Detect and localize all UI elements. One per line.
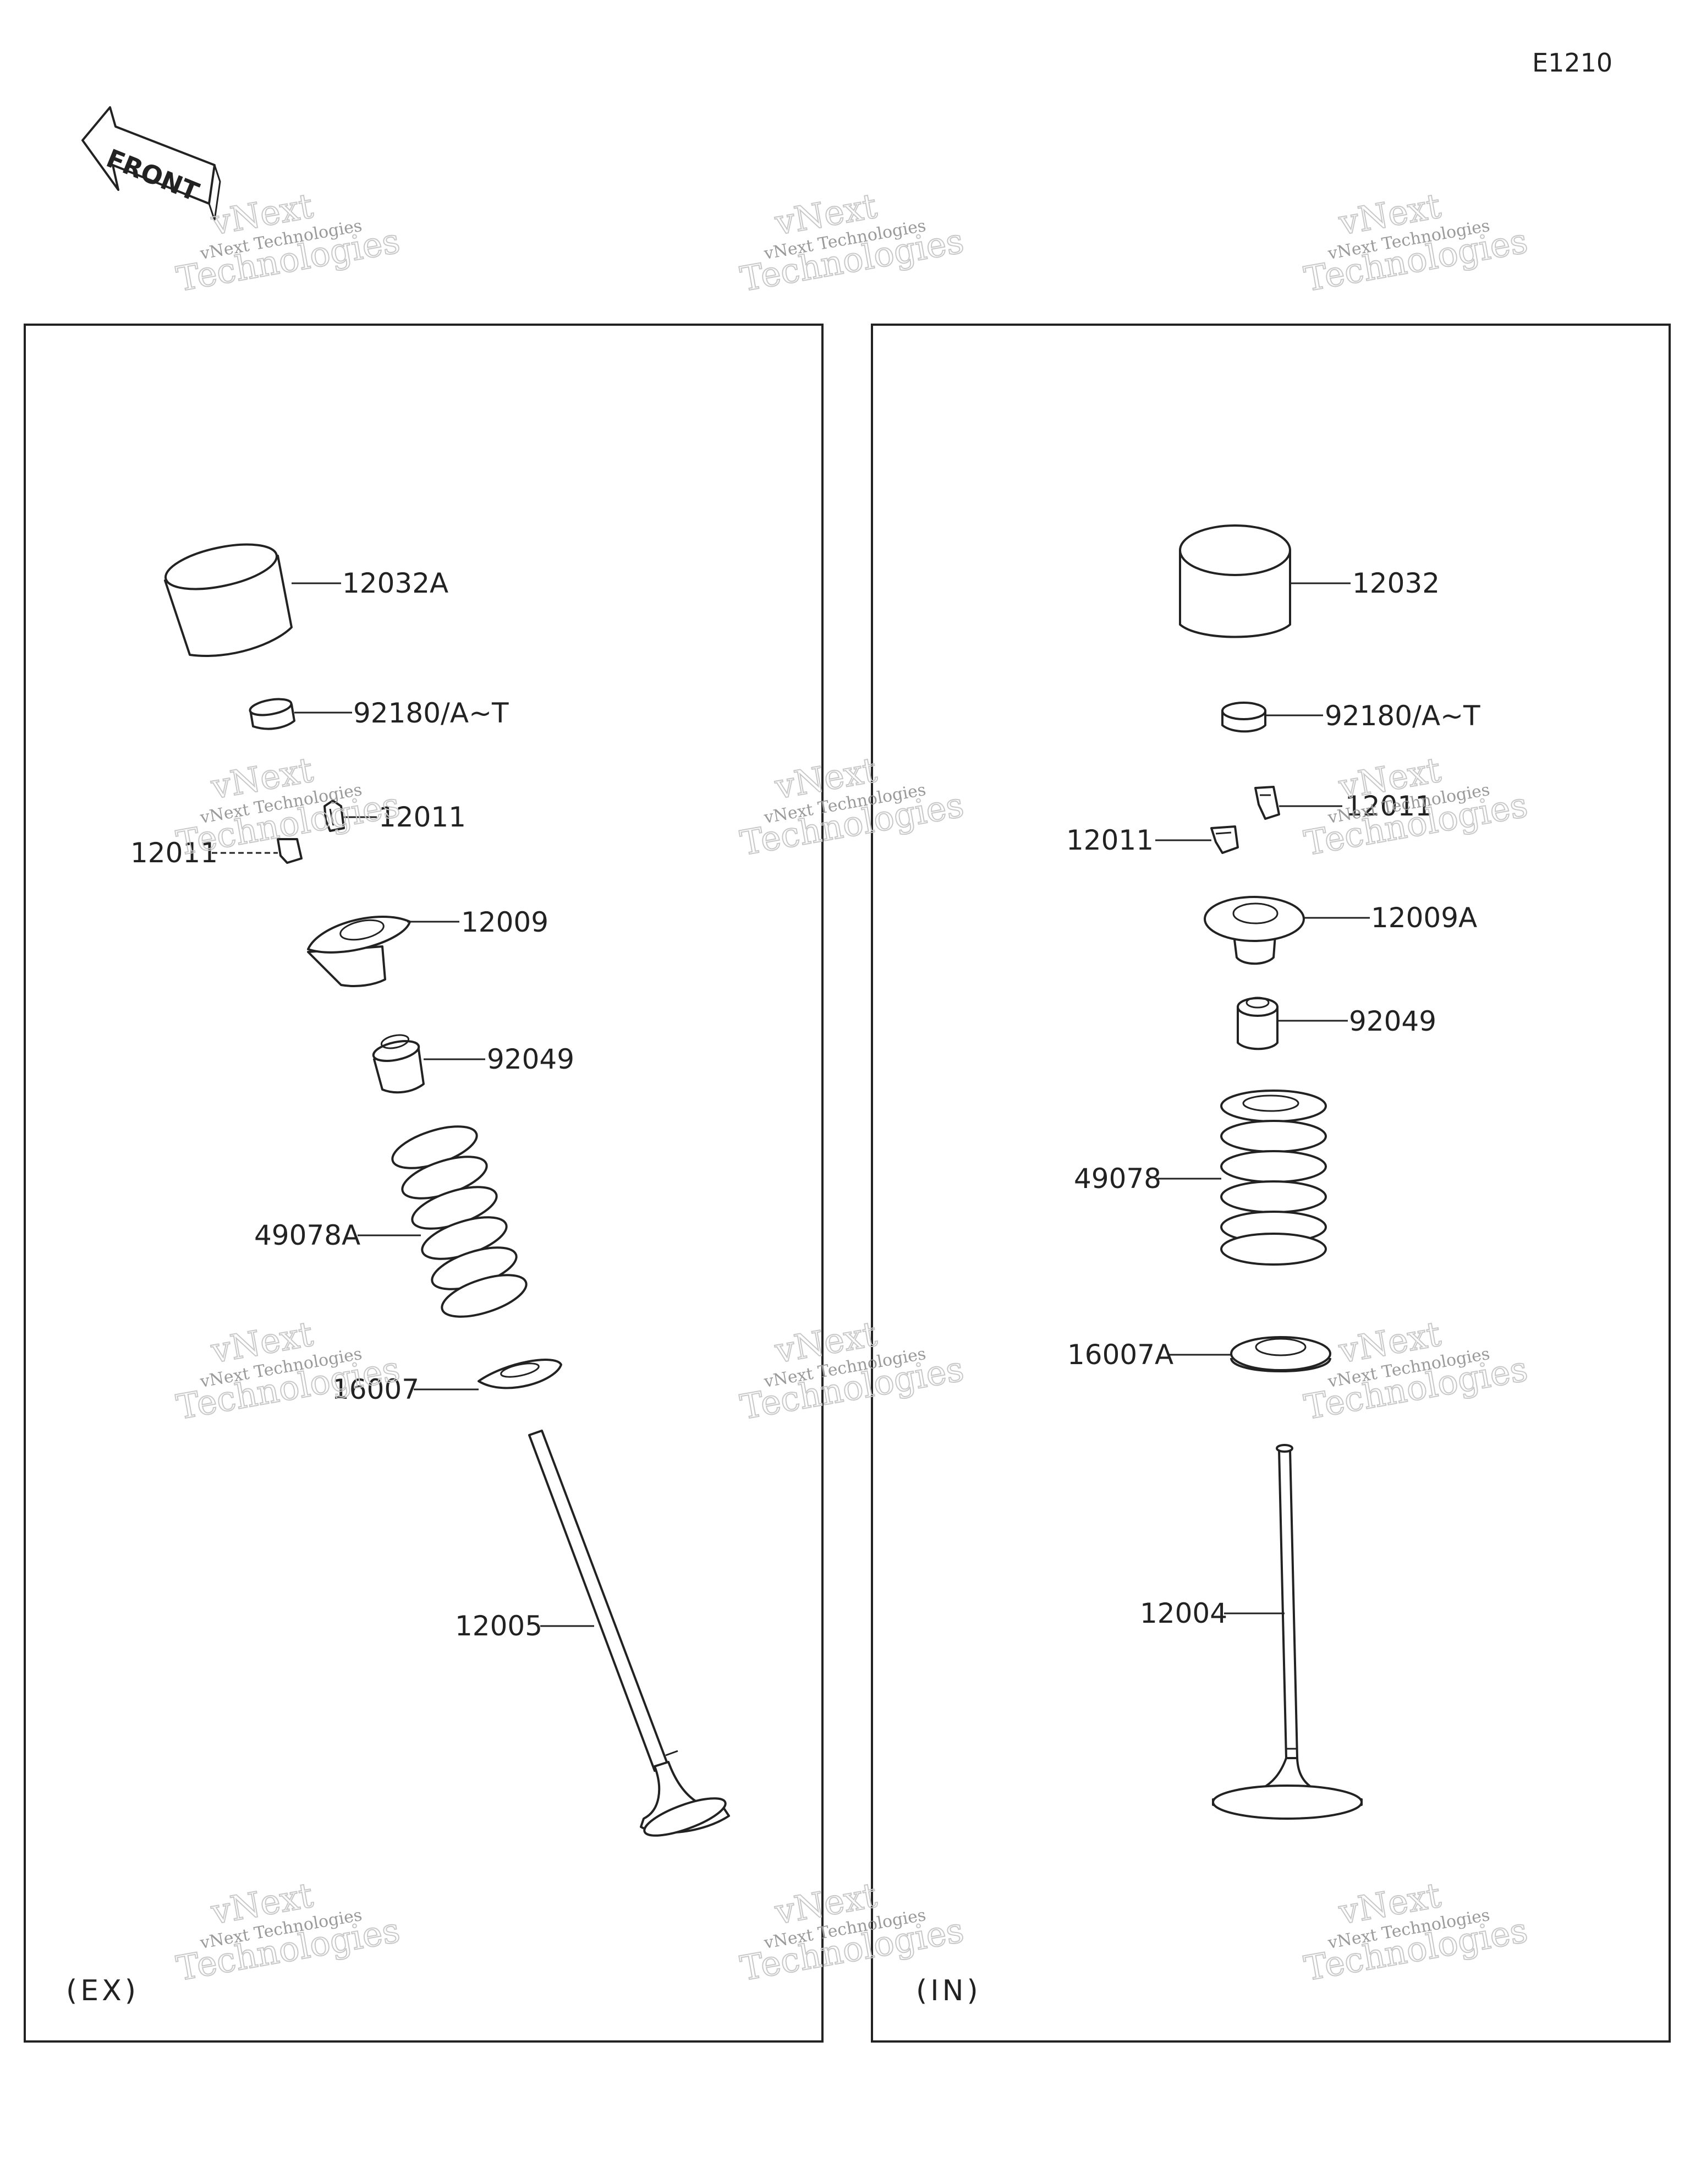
ex-label-keeper-upper: 12011 xyxy=(378,801,466,833)
watermark-5: vNext vNext Technologies Technologies xyxy=(737,749,967,864)
in-spring-retainer xyxy=(1204,896,1305,965)
ex-panel-tag: (EX) xyxy=(66,1974,139,2007)
in-panel: 12032 92180/A~T 12011 12011 12009A xyxy=(916,524,1480,2007)
ex-label-spring: 49078A xyxy=(254,1219,360,1251)
ex-spring-seat xyxy=(478,1359,562,1389)
ex-keeper-lower xyxy=(277,838,303,864)
watermark-4: vNext vNext Technologies Technologies xyxy=(173,749,403,864)
front-arrow-icon: FRONT xyxy=(81,106,221,221)
ex-label-keeper-lower: 12011 xyxy=(130,837,218,869)
ex-stem-seal xyxy=(372,1034,425,1094)
in-shim xyxy=(1221,702,1266,733)
in-label-seat: 16007A xyxy=(1067,1339,1173,1371)
watermark-10: vNext vNext Technologies Technologies xyxy=(173,1874,403,1989)
in-panel-tag: (IN) xyxy=(916,1974,981,2007)
ex-keeper-upper xyxy=(323,800,345,832)
in-label-valve: 12004 xyxy=(1140,1597,1227,1629)
in-valve-spring xyxy=(1220,1090,1327,1266)
in-label-spring: 49078 xyxy=(1074,1163,1161,1195)
watermark-7: vNext vNext Technologies Technologies xyxy=(173,1313,403,1428)
in-valve-lifter xyxy=(1179,524,1291,638)
ex-valve-spring xyxy=(391,1125,528,1318)
ex-label-seal: 92049 xyxy=(487,1043,574,1075)
watermark-8: vNext vNext Technologies Technologies xyxy=(737,1313,967,1428)
in-keeper-upper xyxy=(1254,786,1280,820)
in-label-seal: 92049 xyxy=(1349,1005,1436,1037)
in-label-keeper-upper: 12011 xyxy=(1345,790,1433,822)
in-valve xyxy=(1212,1444,1363,1820)
ex-label-retainer: 12009 xyxy=(461,906,548,938)
in-keeper-lower xyxy=(1210,825,1239,854)
ex-label-seat: 16007 xyxy=(332,1373,419,1405)
ex-shim xyxy=(249,698,295,730)
ex-panel: 12032A 92180/A~T 12011 12011 12009 xyxy=(66,543,730,2007)
ex-label-shim: 92180/A~T xyxy=(353,697,509,729)
watermark-9: vNext vNext Technologies Technologies xyxy=(1301,1313,1531,1428)
ex-label-valve: 12005 xyxy=(455,1610,542,1642)
ex-valve-lifter xyxy=(164,543,293,657)
watermark-11: vNext vNext Technologies Technologies xyxy=(737,1874,967,1989)
ex-label-lifter: 12032A xyxy=(342,567,448,599)
ex-panel-frame xyxy=(24,324,824,2043)
ex-spring-retainer xyxy=(307,915,411,987)
in-label-keeper-lower: 12011 xyxy=(1066,824,1154,856)
watermark-12: vNext vNext Technologies Technologies xyxy=(1301,1874,1531,1989)
in-spring-seat xyxy=(1230,1336,1331,1372)
page-code: E1210 xyxy=(1532,48,1612,78)
watermark-6: vNext vNext Technologies Technologies xyxy=(1301,749,1531,864)
in-label-shim: 92180/A~T xyxy=(1325,700,1480,732)
in-label-lifter: 12032 xyxy=(1352,567,1440,599)
ex-valve xyxy=(528,1430,730,1837)
watermark-3: vNext vNext Technologies Technologies xyxy=(1301,185,1531,300)
watermark-2: vNext vNext Technologies Technologies xyxy=(737,185,967,300)
in-label-retainer: 12009A xyxy=(1371,902,1477,934)
in-stem-seal xyxy=(1237,997,1279,1050)
in-panel-frame xyxy=(871,324,1671,2043)
